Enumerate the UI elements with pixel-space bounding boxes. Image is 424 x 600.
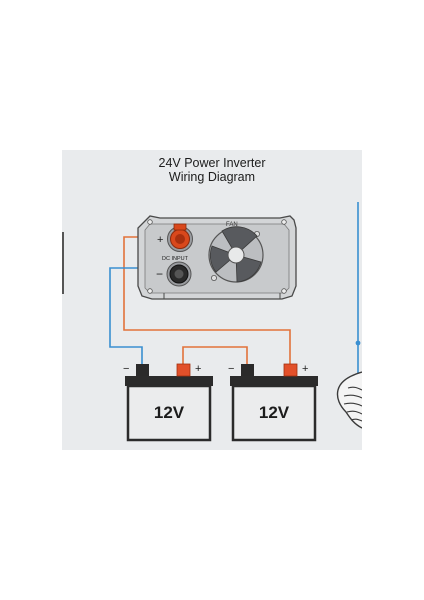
inverter-minus-sign: − <box>156 267 163 281</box>
battery-1-lid <box>125 376 213 386</box>
battery-2-pos-terminal <box>283 363 298 377</box>
wire-junction <box>355 340 361 346</box>
diagram-title-line2: Wiring Diagram <box>168 170 256 184</box>
diagram-panel: 24V Power Inverter Wiring Diagram <box>62 150 362 450</box>
battery-2-neg-terminal <box>241 364 254 376</box>
battery-1-neg-terminal <box>136 364 149 376</box>
battery-1-body <box>126 384 212 442</box>
battery-2-body <box>231 384 317 442</box>
inverter: FAN DC INPUT + − <box>137 215 297 300</box>
battery-1-pos-sign: + <box>195 363 201 375</box>
battery-2-pos-sign: + <box>302 363 308 375</box>
fan-icon <box>208 226 264 283</box>
negative-terminal-knob <box>166 261 192 287</box>
battery-1-label: 12V <box>154 403 185 422</box>
fan-label: FAN <box>226 222 238 228</box>
battery-2-neg-sign: − <box>228 363 234 375</box>
battery-2: − + 12V <box>228 363 318 442</box>
battery-1: − + 12V <box>123 363 213 442</box>
negative-wire-inverter-to-battery1 <box>109 267 174 364</box>
battery-2-lid <box>230 376 318 386</box>
positive-terminal-knob <box>167 223 193 252</box>
screw-icon <box>147 219 287 294</box>
inverter-plus-sign: + <box>157 234 163 246</box>
dc-input-label: DC INPUT <box>162 256 189 262</box>
battery-1-neg-sign: − <box>123 363 129 375</box>
battery-2-label: 12V <box>259 403 290 422</box>
left-edge-mark <box>62 232 64 294</box>
light-bulb-icon <box>336 371 362 429</box>
diagram-title-line1: 24V Power Inverter <box>158 156 266 170</box>
wiring-diagram: FAN DC INPUT + − − + 12V − + 12V <box>62 202 362 442</box>
series-link-wire <box>182 346 248 364</box>
battery-1-pos-terminal <box>176 363 191 377</box>
